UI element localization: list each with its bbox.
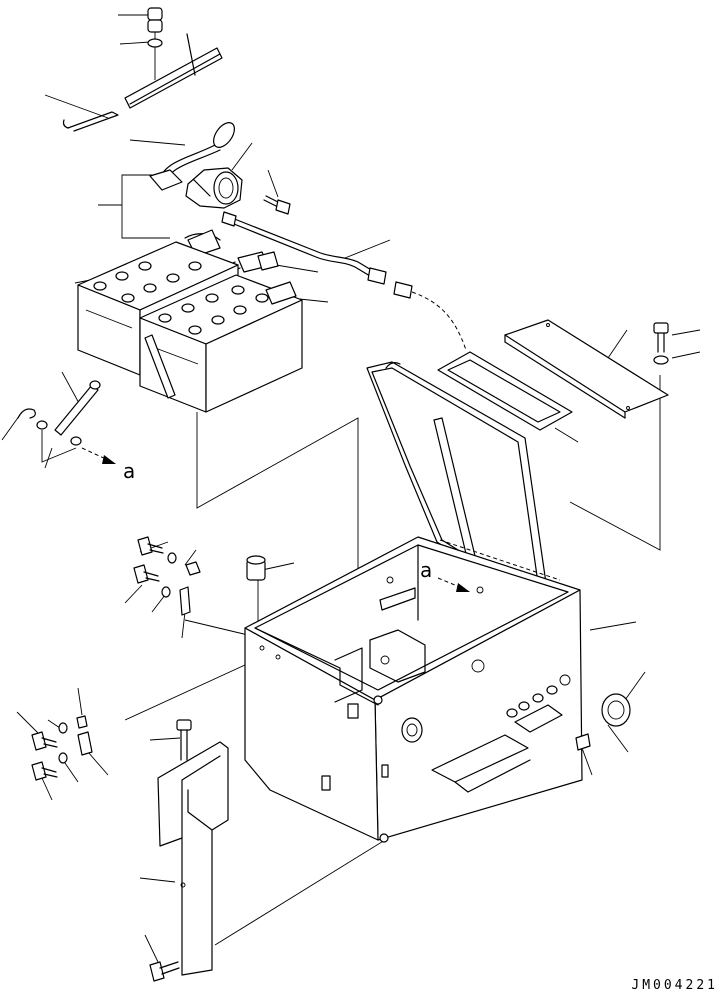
view-arrow-a-box: a	[420, 558, 470, 592]
battery-right-caps	[159, 286, 268, 334]
side-grommet-small	[576, 734, 590, 750]
mounting-bracket	[158, 742, 228, 975]
bracket-bolt-set-upper	[32, 716, 87, 750]
view-label-a-box: a	[420, 558, 432, 582]
box-plug	[247, 556, 265, 580]
hook-rod	[64, 112, 119, 131]
drawing-number: JM004221	[631, 978, 718, 993]
upper-bolt-set	[138, 537, 200, 575]
battery-cable-with-terminal	[150, 119, 239, 190]
hook-small	[18, 409, 35, 418]
bracket-bolt-top	[177, 720, 191, 760]
battery-box-cover-plate	[505, 320, 668, 418]
side-grommet-large	[602, 694, 630, 726]
battery-right	[140, 275, 302, 412]
relay-bolt	[264, 196, 290, 214]
nut-top	[148, 8, 162, 47]
view-label-a-upper: a	[123, 459, 135, 483]
bracket-bolt-set-lower	[32, 732, 92, 780]
washer-nut-pair	[37, 421, 81, 462]
cover-bolt	[654, 323, 668, 364]
battery-clamp-bar	[145, 335, 175, 398]
lower-bolt-set	[134, 565, 190, 615]
bracket-bolt-bottom	[150, 962, 179, 981]
battery-hold-down-rod	[55, 381, 100, 435]
support-rod-plate	[125, 34, 222, 108]
battery-box-body	[245, 537, 582, 842]
lid-gasket-seal	[438, 352, 572, 430]
battery-left-caps	[94, 262, 201, 302]
front-grommets	[507, 686, 557, 717]
long-wiring-harness	[222, 212, 466, 350]
battery-relay	[186, 168, 242, 208]
view-arrow-a-upper: a	[82, 448, 135, 483]
